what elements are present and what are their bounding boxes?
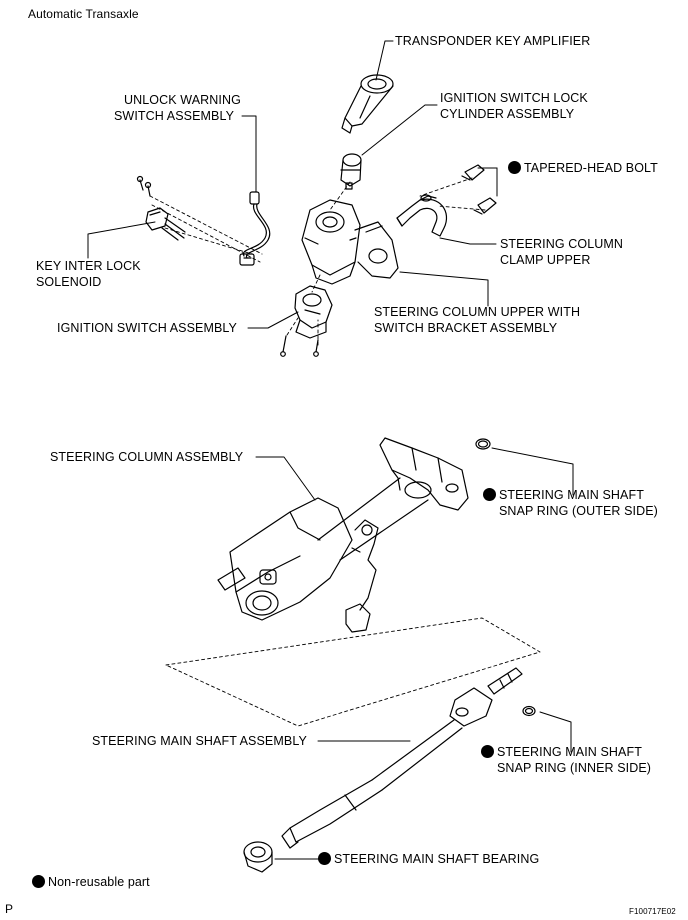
key-interlock-solenoid-drawing [136, 175, 186, 241]
steering-column-clamp-upper-drawing [396, 194, 448, 237]
figure-id: F100717E02 [629, 907, 676, 916]
unlock-warning-switch-drawing [239, 191, 271, 266]
legend-text: Non-reusable part [48, 875, 150, 889]
non-reusable-marker-icon [32, 875, 45, 888]
label-steering-main-shaft-bearing: STEERING MAIN SHAFT BEARING [318, 851, 539, 867]
label-steering-column-assembly: STEERING COLUMN ASSEMBLY [50, 450, 244, 464]
label-key-interlock-line1: KEY INTER LOCK [36, 259, 141, 273]
label-snap-ring-outer-line1: STEERING MAIN SHAFT [483, 487, 644, 503]
label-unlock-warning-line2: SWITCH ASSEMBLY [114, 109, 235, 123]
non-reusable-marker-icon [481, 745, 494, 758]
leader-lines [87, 40, 574, 860]
label-column-upper-line1: STEERING COLUMN UPPER WITH [374, 305, 581, 319]
snap-ring-outer-drawing [475, 438, 491, 450]
label-column-upper-line2: SWITCH BRACKET ASSEMBLY [374, 321, 558, 335]
label-ignition-switch: IGNITION SWITCH ASSEMBLY [57, 321, 237, 335]
non-reusable-marker-icon [508, 161, 521, 174]
non-reusable-marker-icon [318, 852, 331, 865]
label-tapered-head-bolt: TAPERED-HEAD BOLT [508, 160, 658, 176]
footer-mark: P [5, 902, 14, 916]
label-lock-cylinder-line1: IGNITION SWITCH LOCK [440, 91, 588, 105]
page-title: Automatic Transaxle [28, 7, 139, 21]
transponder-key-amplifier-drawing [341, 74, 394, 134]
lock-cylinder-drawing [340, 153, 362, 190]
assembly-guide-lines [149, 177, 541, 727]
label-snap-ring-inner-line2: SNAP RING (INNER SIDE) [497, 761, 652, 775]
label-clamp-upper-line2: CLAMP UPPER [500, 253, 591, 267]
bearing-text: STEERING MAIN SHAFT BEARING [334, 852, 540, 866]
steering-main-shaft-drawing [281, 667, 536, 849]
steering-shaft-bearing-drawing [243, 841, 273, 873]
label-snap-ring-inner-line1: STEERING MAIN SHAFT [481, 744, 642, 760]
tapered-head-bolt-text: TAPERED-HEAD BOLT [524, 161, 658, 175]
steering-column-assembly-drawing [217, 437, 469, 633]
label-steering-main-shaft-assembly: STEERING MAIN SHAFT ASSEMBLY [92, 734, 307, 748]
label-transponder-key-amplifier: TRANSPONDER KEY AMPLIFIER [395, 34, 591, 48]
non-reusable-marker-icon [483, 488, 496, 501]
column-upper-bracket-drawing [301, 199, 399, 285]
legend-non-reusable: Non-reusable part [32, 874, 150, 890]
tapered-head-bolts-drawing [461, 164, 497, 215]
label-key-interlock-line2: SOLENOID [36, 275, 102, 289]
label-snap-ring-outer-line2: SNAP RING (OUTER SIDE) [499, 504, 658, 518]
ignition-switch-drawing [280, 285, 333, 357]
snap-ring-outer-text: STEERING MAIN SHAFT [499, 488, 644, 502]
label-lock-cylinder-line2: CYLINDER ASSEMBLY [440, 107, 575, 121]
label-unlock-warning-line1: UNLOCK WARNING [124, 93, 241, 107]
label-clamp-upper-line1: STEERING COLUMN [500, 237, 624, 251]
snap-ring-inner-text: STEERING MAIN SHAFT [497, 745, 642, 759]
